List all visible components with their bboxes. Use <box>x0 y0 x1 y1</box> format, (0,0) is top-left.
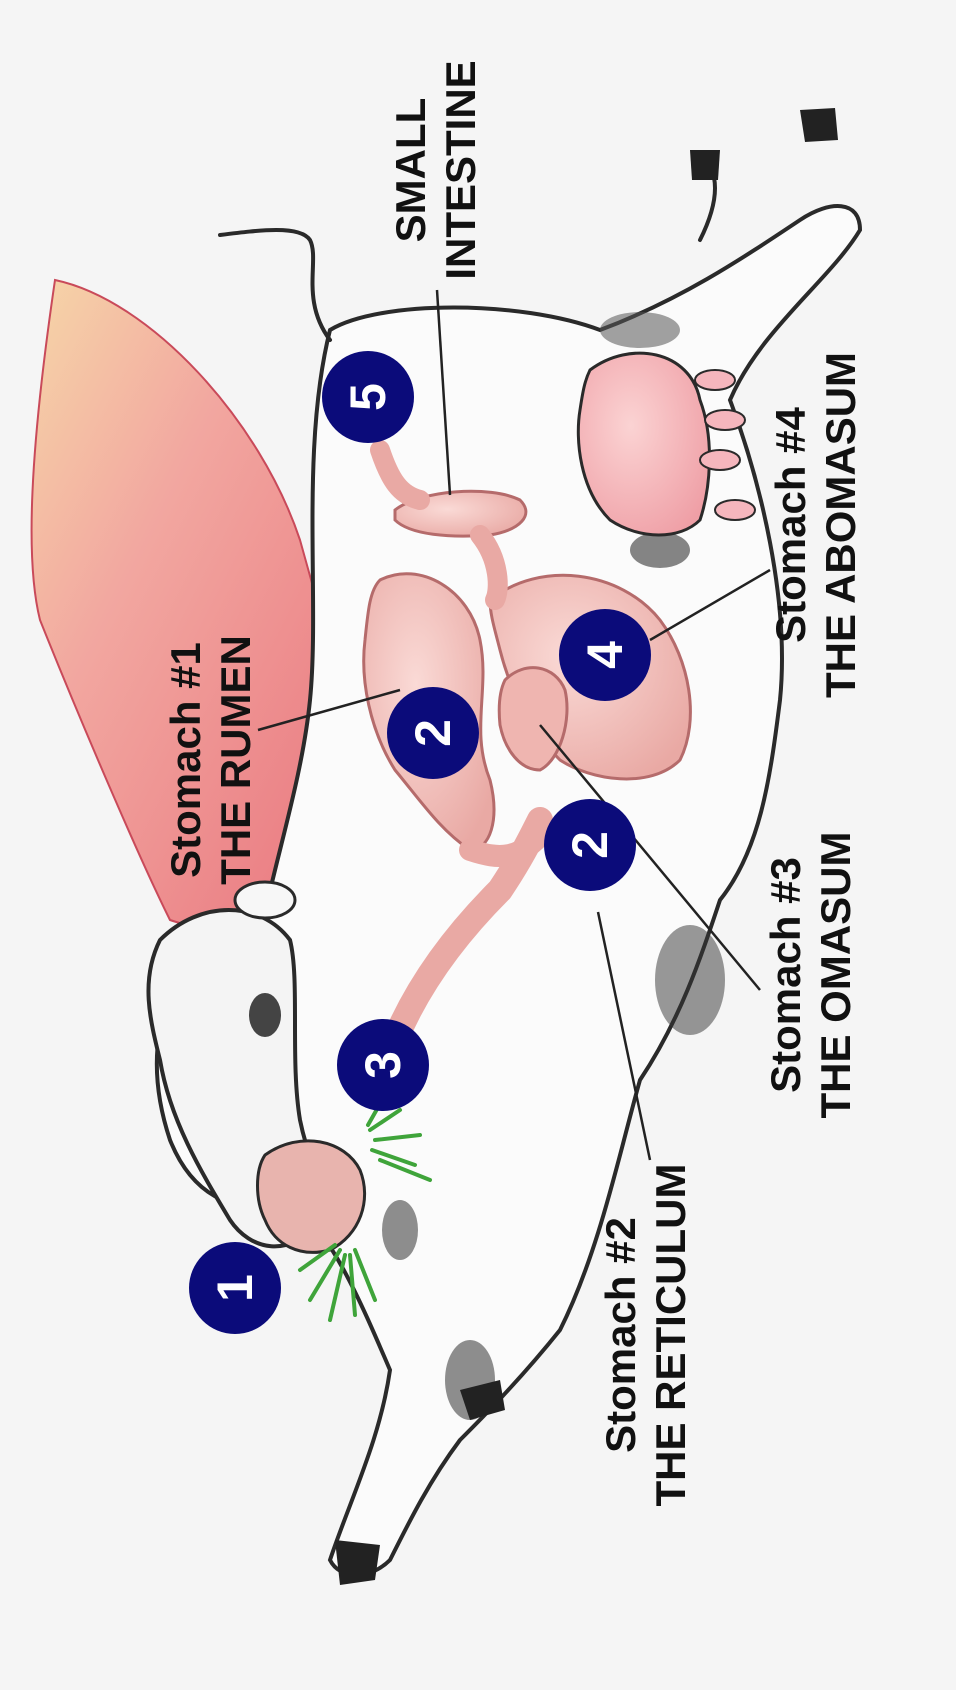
label-reticulum: Stomach #2 THE RETICULUM <box>597 1164 694 1507</box>
label-rumen-line2: THE RUMEN <box>212 635 259 885</box>
label-abomasum-line1: Stomach #4 <box>767 406 814 642</box>
step-badge-3: 3 <box>337 1019 429 1111</box>
step-badge-5: 5 <box>322 351 414 443</box>
udder-teat <box>715 500 755 520</box>
label-omasum-line2: THE OMASUM <box>812 832 859 1119</box>
label-omasum: Stomach #3 THE OMASUM <box>762 832 859 1119</box>
udder-teat <box>700 450 740 470</box>
label-omasum-line1: Stomach #3 <box>762 857 809 1093</box>
shading-patch <box>630 532 690 568</box>
shading-patch <box>655 925 725 1035</box>
step-badge-2-reticulum: 2 <box>544 799 636 891</box>
udder-teat <box>705 410 745 430</box>
udder-teat <box>695 370 735 390</box>
cow-eye <box>249 993 281 1037</box>
label-intestine-line2: INTESTINE <box>437 60 484 279</box>
step-badge-4: 4 <box>559 609 651 701</box>
svg-text:2: 2 <box>562 831 618 859</box>
label-intestine: SMALL INTESTINE <box>387 60 484 279</box>
svg-text:2: 2 <box>405 719 461 747</box>
label-abomasum-line2: THE ABOMASUM <box>817 352 864 698</box>
svg-text:4: 4 <box>577 641 633 669</box>
label-reticulum-line2: THE RETICULUM <box>647 1164 694 1507</box>
cow-tail <box>220 230 330 340</box>
hoof-icon <box>800 108 838 142</box>
label-rumen-line1: Stomach #1 <box>162 642 209 878</box>
shading-patch <box>382 1200 418 1260</box>
hoof-icon <box>335 1540 380 1585</box>
hoof-icon <box>690 150 720 180</box>
svg-text:5: 5 <box>340 383 396 411</box>
cow-muzzle <box>258 1141 365 1253</box>
svg-text:1: 1 <box>207 1274 263 1302</box>
label-reticulum-line1: Stomach #2 <box>597 1217 644 1453</box>
label-intestine-line1: SMALL <box>387 98 434 243</box>
step-badge-2-rumen: 2 <box>387 687 479 779</box>
shading-patch <box>600 312 680 348</box>
svg-text:3: 3 <box>355 1051 411 1079</box>
udder <box>578 353 709 535</box>
step-badge-1: 1 <box>189 1242 281 1334</box>
cow-ear <box>235 882 295 918</box>
